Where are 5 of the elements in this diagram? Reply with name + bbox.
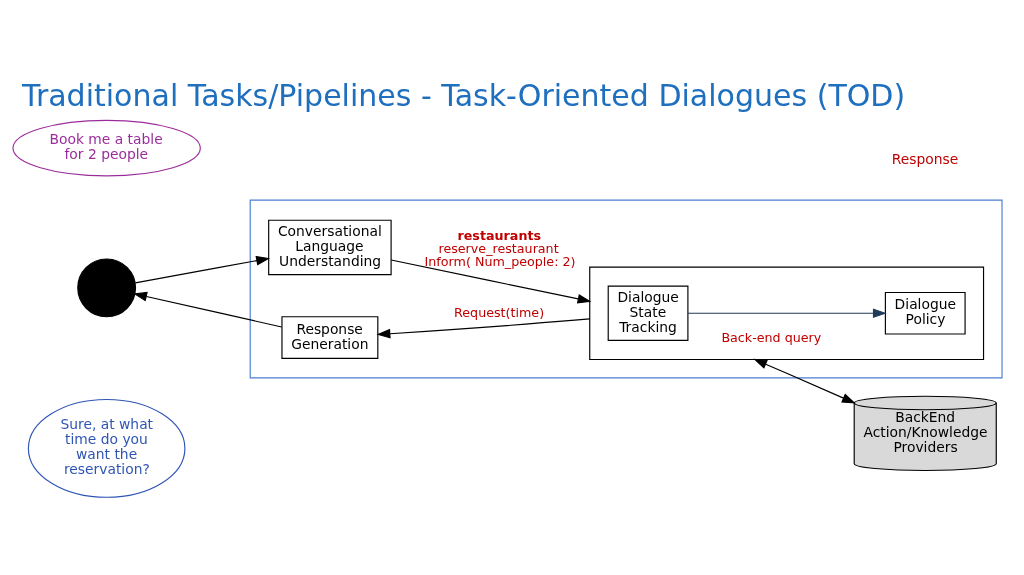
edge-label: Request(time)	[454, 304, 545, 320]
label: Response	[891, 151, 959, 168]
diagram-title: Traditional Tasks/Pipelines - Task-Oriented Dialogues (TOD)	[21, 78, 906, 114]
edge-label: restaurants reserve_restaurant Inform( Num_people: 2)	[424, 228, 576, 269]
edge-label: Back-end query	[721, 329, 822, 345]
